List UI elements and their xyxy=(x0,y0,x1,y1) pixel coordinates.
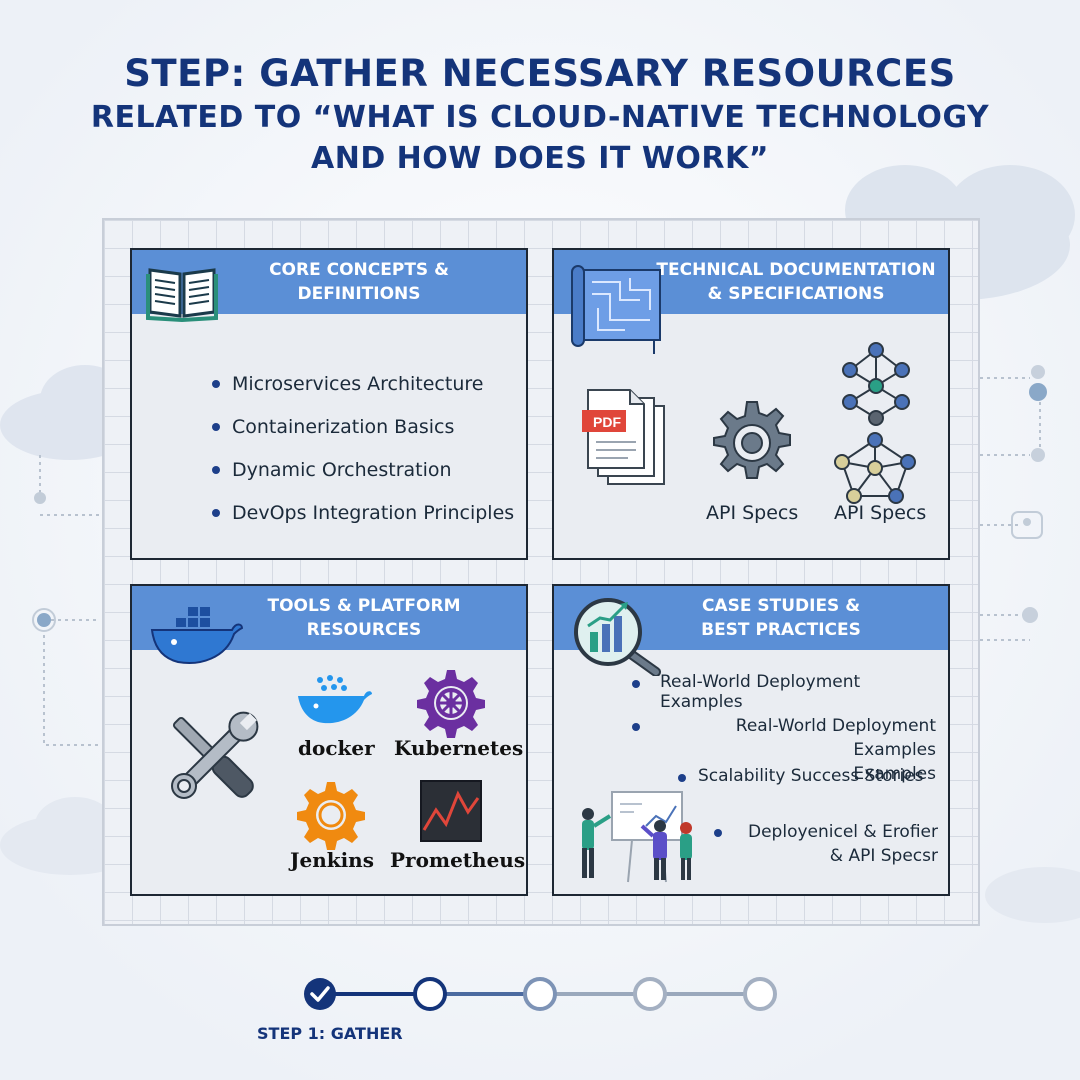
title-line-3: AND HOW DOES IT WORK” xyxy=(311,141,769,176)
step-label: STEP 1: GATHER xyxy=(257,1024,403,1043)
prometheus-chart-icon xyxy=(420,780,482,842)
progress-stepper xyxy=(304,977,777,1011)
jenkins-gear-icon xyxy=(297,782,365,850)
step-4[interactable] xyxy=(633,977,667,1011)
blueprint-icon xyxy=(571,265,661,354)
docker-label: docker xyxy=(298,736,375,760)
card-tools-platform: TOOLS & PLATFORM RESOURCES xyxy=(130,584,528,896)
list-item: Scalability Success Stories xyxy=(678,766,924,786)
network-pentagon-icon xyxy=(834,432,916,504)
card-case-studies: CASE STUDIES & BEST PRACTICES Real-World… xyxy=(552,584,950,896)
step-2-current[interactable] xyxy=(413,977,447,1011)
step-3[interactable] xyxy=(523,977,557,1011)
list-item: Microservices Architecture xyxy=(212,372,514,396)
title-line-1: STEP: GATHER NECESSARY RESOURCES xyxy=(124,52,956,95)
docker-logo-icon xyxy=(298,675,372,724)
title-line-2: RELATED TO “WHAT IS CLOUD-NATIVE TECHNOL… xyxy=(90,100,990,135)
list-item: Containerization Basics xyxy=(212,415,514,439)
pdf-badge: PDF xyxy=(593,414,621,430)
kubernetes-logo-icon xyxy=(417,670,485,738)
card-tools-header-line-2: RESOURCES xyxy=(306,620,422,640)
card-technical-documentation: TECHNICAL DOCUMENTATION & SPECIFICATIONS xyxy=(552,248,950,560)
gear-icon xyxy=(713,401,791,479)
core-concepts-list: Microservices Architecture Containerizat… xyxy=(212,372,514,525)
card-core-header-line-2: DEFINITIONS xyxy=(297,284,421,304)
wrench-screwdriver-icon xyxy=(171,711,259,799)
list-item: Dynamic Orchestration xyxy=(212,458,514,482)
jenkins-label: Jenkins xyxy=(290,848,374,872)
card-cases-header-line-2: BEST PRACTICES xyxy=(701,620,861,640)
docker-whale-icon xyxy=(150,607,244,664)
cloud-right-bottom xyxy=(985,867,1080,923)
kubernetes-label: Kubernetes xyxy=(394,736,524,760)
team-presentation-icon xyxy=(582,791,692,883)
list-item: Real-World Deployment Examples xyxy=(632,672,948,712)
prometheus-label: Prometheus xyxy=(390,848,526,872)
card-tech-header-line-1: TECHNICAL DOCUMENTATION xyxy=(656,260,936,280)
page-title: STEP: GATHER NECESSARY RESOURCES RELATED… xyxy=(40,52,1040,178)
card-cases-header-line-1: CASE STUDIES & xyxy=(701,596,861,616)
list-item: Real-World Deployment Examples Examples xyxy=(632,714,936,786)
open-book-icon xyxy=(146,268,218,322)
api-specs-label-1: API Specs xyxy=(706,502,799,524)
api-specs-label-2: API Specs xyxy=(834,502,927,524)
list-item: Deployenicel & Erofier & API Specsr xyxy=(714,820,938,868)
network-graph-icon xyxy=(842,342,910,426)
card-core-header-line-1: CORE CONCEPTS & xyxy=(269,260,449,280)
card-tools-header-line-1: TOOLS & PLATFORM xyxy=(267,596,461,616)
card-tech-header-line-2: & SPECIFICATIONS xyxy=(707,284,885,304)
pdf-document-icon xyxy=(582,389,665,485)
resource-board: CORE CONCEPTS & DEFINITIONS Microservice… xyxy=(102,218,980,926)
step-1-done-icon[interactable] xyxy=(304,978,336,1010)
list-item: DevOps Integration Principles xyxy=(212,501,514,525)
magnifier-chart-icon xyxy=(574,598,661,676)
step-5[interactable] xyxy=(743,977,777,1011)
card-core-concepts: CORE CONCEPTS & DEFINITIONS Microservice… xyxy=(130,248,528,560)
